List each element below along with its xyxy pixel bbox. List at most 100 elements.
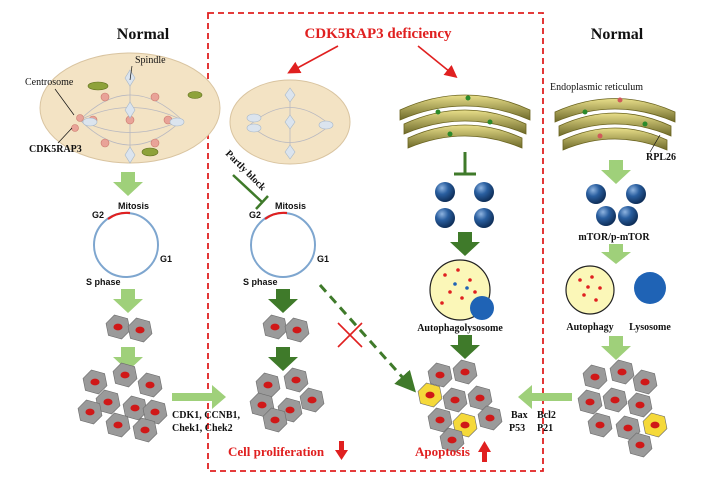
deficiency-frame bbox=[207, 12, 544, 472]
cell bbox=[105, 314, 131, 340]
cell bbox=[255, 372, 281, 398]
cell bbox=[609, 359, 635, 385]
cell bbox=[417, 382, 443, 408]
label-mtor: mTOR/p-mTOR bbox=[578, 232, 650, 243]
cell bbox=[132, 417, 158, 443]
left-title: Normal bbox=[117, 26, 170, 43]
label-er: Endoplasmic reticulum bbox=[550, 82, 643, 93]
cell-clusters bbox=[77, 314, 668, 458]
left-cycle-s: S phase bbox=[86, 277, 121, 287]
center-mtor-balls bbox=[435, 182, 494, 228]
center-cycle-g1: G1 bbox=[317, 254, 329, 264]
label-centrosome: Centrosome bbox=[25, 77, 74, 88]
label-spindle: Spindle bbox=[135, 55, 166, 66]
cell bbox=[442, 387, 468, 413]
right-green-arrow-1 bbox=[601, 160, 631, 184]
autophagolysosome-graphic bbox=[429, 259, 494, 321]
right-green-arrow-3 bbox=[601, 336, 631, 360]
cell bbox=[299, 387, 325, 413]
cell bbox=[122, 395, 148, 421]
center-title: CDK5RAP3 deficiency bbox=[304, 26, 452, 42]
normal-er-stack bbox=[554, 97, 676, 151]
cell bbox=[137, 372, 163, 398]
center-cycle-s: S phase bbox=[243, 277, 278, 287]
apoptosis-up-arrow bbox=[478, 441, 491, 462]
outcome-proliferation: Cell proliferation bbox=[228, 444, 325, 459]
cell bbox=[142, 399, 168, 425]
deficient-er-stack bbox=[399, 94, 531, 149]
marker-right-p21: P21 bbox=[537, 423, 553, 434]
cell bbox=[283, 367, 309, 393]
left-cycle-g1: G1 bbox=[160, 254, 172, 264]
cdk5rap3-pointer bbox=[57, 127, 73, 144]
center-green-arrow-1 bbox=[268, 289, 298, 313]
left-horizontal-arrow bbox=[172, 385, 226, 409]
lysosome-graphic bbox=[634, 272, 666, 304]
marker-right-p53: P53 bbox=[509, 423, 525, 434]
cell bbox=[105, 412, 131, 438]
marker-left-line2: Chek1, Chek2 bbox=[172, 423, 233, 434]
center-cycle-g2: G2 bbox=[249, 210, 261, 220]
center-cell-cycle bbox=[250, 211, 316, 278]
label-cdk5rap3: CDK5RAP3 bbox=[29, 144, 82, 155]
cell bbox=[127, 317, 153, 343]
red-cross bbox=[337, 322, 363, 348]
left-green-arrow-3 bbox=[113, 347, 143, 371]
left-green-arrow-1 bbox=[113, 172, 143, 196]
rpl26-pointer bbox=[649, 134, 661, 153]
cell bbox=[642, 412, 668, 438]
cell bbox=[77, 399, 103, 425]
left-cycle-g2: G2 bbox=[92, 210, 104, 220]
right-title: Normal bbox=[591, 26, 644, 43]
cell bbox=[632, 369, 658, 395]
marker-right-bcl2: Bcl2 bbox=[537, 410, 556, 421]
blocked-dashed-arrow bbox=[318, 284, 416, 393]
cell bbox=[627, 432, 653, 458]
cell bbox=[587, 412, 613, 438]
deficient-spindle-cell bbox=[229, 79, 351, 165]
center-green-arrow-4 bbox=[450, 335, 480, 359]
cell bbox=[467, 385, 493, 411]
left-green-arrow-2 bbox=[113, 289, 143, 313]
red-arrow-left bbox=[287, 45, 339, 74]
right-horizontal-arrow bbox=[518, 385, 572, 409]
marker-right-bax: Bax bbox=[511, 410, 528, 421]
cell bbox=[427, 362, 453, 388]
cell bbox=[262, 314, 288, 340]
cell bbox=[577, 389, 603, 415]
cell bbox=[582, 364, 608, 390]
right-green-arrow-2 bbox=[601, 244, 631, 264]
cell bbox=[284, 317, 310, 343]
cell bbox=[112, 362, 138, 388]
cell bbox=[95, 389, 121, 415]
cell bbox=[602, 387, 628, 413]
cell bbox=[82, 369, 108, 395]
proliferation-down-arrow bbox=[335, 441, 348, 460]
cell bbox=[452, 359, 478, 385]
label-autophagy: Autophagy bbox=[566, 322, 613, 333]
cell bbox=[262, 407, 288, 433]
label-lysosome: Lysosome bbox=[629, 322, 671, 333]
autophagy-graphic bbox=[565, 265, 615, 315]
label-autophagolysosome: Autophagolysosome bbox=[417, 323, 503, 334]
cell bbox=[615, 415, 641, 441]
label-rpl26: RPL26 bbox=[646, 152, 676, 163]
marker-left-line1: CDK1, CCNB1, bbox=[172, 410, 241, 421]
spindle-pointer bbox=[129, 65, 133, 81]
left-cell-cycle bbox=[93, 211, 159, 278]
cell bbox=[627, 392, 653, 418]
center-green-arrow-3 bbox=[450, 232, 480, 256]
outcome-apoptosis: Apoptosis bbox=[415, 444, 470, 459]
red-arrow-right bbox=[417, 45, 458, 79]
center-green-arrow-2 bbox=[268, 347, 298, 371]
right-mtor-balls bbox=[586, 184, 646, 226]
block-inhibition bbox=[232, 174, 269, 210]
center-cycle-mitosis: Mitosis bbox=[275, 201, 306, 211]
left-cycle-mitosis: Mitosis bbox=[118, 201, 149, 211]
normal-spindle-cell bbox=[39, 52, 221, 164]
er-inhibition bbox=[454, 152, 476, 176]
cell bbox=[477, 405, 503, 431]
centrosome-pointer bbox=[54, 88, 75, 116]
